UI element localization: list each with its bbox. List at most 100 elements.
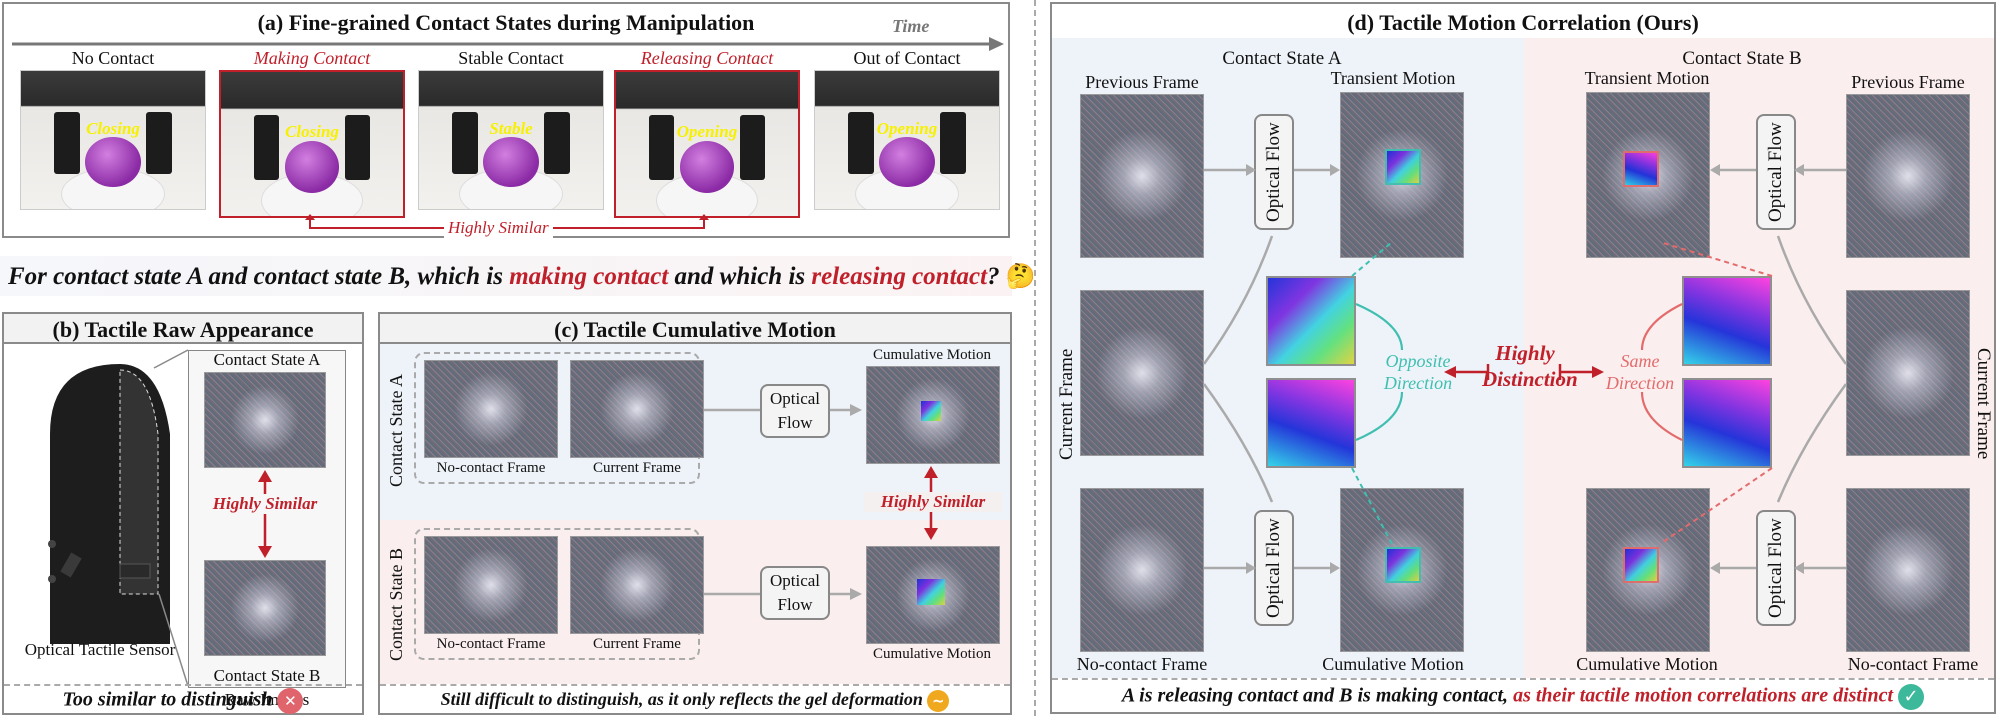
c-a-flow: Optical Flow [760,384,830,438]
state-label-2: Stable Contact [458,48,564,68]
tactile-sensor [48,364,170,644]
tactile-image-b [204,560,326,656]
d-state-a: Contact State A [1222,48,1342,69]
panel-a: (a) Fine-grained Contact States during M… [2,2,1010,238]
state-label-0: No Contact [71,48,155,68]
conclusion-c: Still difficult to distinguish, as it on… [380,689,1010,712]
d-b-zoom-cumulative [1682,378,1772,468]
d-state-b: Contact State B [1682,48,1802,69]
d-same: Same Direction [1605,351,1675,393]
c-a-nocontact [424,360,558,458]
photo-releasing-contact: Opening [614,70,800,218]
gripper-label: Opening [876,119,938,139]
d-a-zoom-transient [1266,276,1356,366]
c-a-cumulative-label: Cumulative Motion [873,347,991,363]
c-a-current [570,360,704,458]
tilde-icon: ~ [927,689,950,712]
c-b-nocontact-label: No-contact Frame [436,636,546,652]
highly-similar-c: Highly Similar [864,492,1002,512]
gripper-label: Stable [489,119,533,139]
d-distinction: Highly Distinction [1482,341,1578,391]
conclusion-d-red: as their tactile motion correlations are… [1513,684,1894,707]
question-banner: For contact state A and contact state B,… [0,256,1036,296]
highly-similar-b: Highly Similar [204,494,326,514]
photo-out-of-contact: Opening [814,70,1000,210]
label-state-b: Contact State B [213,666,321,685]
sensor-label: Optical Tactile Sensor [24,640,176,659]
conclusion-b-text: Too similar to distinguish [62,688,273,711]
q-mid3: and which is [668,263,812,290]
d-opposite: Opposite Direction [1383,351,1453,393]
conclusion-d-black: A is releasing contact and B is making c… [1121,684,1514,707]
d-b-transient [1586,92,1710,258]
cross-icon: ✕ [277,688,304,714]
panel-a-title: (a) Fine-grained Contact States during M… [257,10,755,35]
d-a-previous-label: Previous Frame [1085,72,1199,92]
gripper-label: Closing [285,122,339,142]
panel-d-title: (d) Tactile Motion Correlation (Ours) [1347,10,1699,35]
panel-b: (b) Tactile Raw Appearance Contact State… [2,312,364,715]
panel-b-title: (b) Tactile Raw Appearance [52,317,314,342]
highly-similar-a: Highly Similar [444,218,553,238]
d-b-previous-label: Previous Frame [1851,72,1965,92]
row-label-a: Contact State A [386,374,406,488]
d-b-cumulative-label: Cumulative Motion [1576,654,1718,674]
photo-stable-contact: Stable [418,70,604,210]
panel-c-title: (c) Tactile Cumulative Motion [554,317,836,342]
photo-no-contact: Closing [20,70,206,210]
c-b-cumulative [866,546,1000,644]
q-suffix: ? [987,263,1000,290]
state-label-1: Making Contact [253,48,371,68]
c-b-flow: Optical Flow [760,566,830,620]
d-a-nocontact [1080,488,1204,652]
c-b-nocontact [424,536,558,634]
q-mid2: , which is [405,263,510,290]
q-b: contact state B [253,263,406,290]
q-mid: and [202,263,254,290]
d-a-cumulative-label: Cumulative Motion [1322,654,1464,674]
check-icon: ✓ [1898,684,1925,710]
d-a-previous [1080,94,1204,258]
q-prefix: For [8,263,54,290]
thinking-emoji: 🤔 [1005,262,1036,290]
d-b-current-label: Current Frame [1973,348,1994,460]
state-label-3: Releasing Contact [640,48,774,68]
photo-making-contact: Closing [219,70,405,218]
q-making: making contact [509,263,669,290]
c-a-cumulative [866,366,1000,464]
c-b-current [570,536,704,634]
d-a-transient-label: Transient Motion [1330,68,1456,88]
d-b-cumulative [1586,488,1710,652]
time-label: Time [892,16,930,36]
d-b-nocontact-label: No-contact Frame [1847,654,1979,674]
label-state-a: Contact State A [213,350,321,369]
gripper-label: Closing [86,119,140,139]
c-a-nocontact-label: No-contact Frame [436,460,546,476]
row-label-b: Contact State B [386,548,406,662]
tactile-image-a [204,372,326,468]
q-a: contact state A [53,263,203,290]
conclusion-d: A is releasing contact and B is making c… [1052,684,1994,710]
similar-arrow-b [258,470,272,558]
d-a-nocontact-label: No-contact Frame [1076,654,1208,674]
d-b-zoom-transient [1682,276,1772,366]
time-arrow [12,37,1004,51]
d-b-nocontact [1846,488,1970,652]
d-a-zoom-cumulative [1266,378,1356,468]
d-b-transient-label: Transient Motion [1584,68,1710,88]
c-a-current-label: Current Frame [593,460,681,476]
panel-d: (d) Tactile Motion Correlation (Ours) Co… [1050,2,1996,714]
gripper-label: Opening [676,122,738,142]
d-arrows [1202,164,1848,574]
conclusion-c-text: Still difficult to distinguish, as it on… [440,689,923,709]
state-label-4: Out of Contact [853,48,961,68]
conclusion-b: Too similar to distinguish ✕ [4,688,362,714]
d-b-previous [1846,94,1970,258]
c-b-current-label: Current Frame [593,636,681,652]
d-a-transient [1340,92,1464,258]
d-a-current [1080,290,1204,456]
panel-c: (c) Tactile Cumulative Motion Contact St… [378,312,1012,715]
q-releasing: releasing contact [811,263,988,290]
d-b-current [1846,290,1970,456]
d-a-cumulative [1340,488,1464,652]
